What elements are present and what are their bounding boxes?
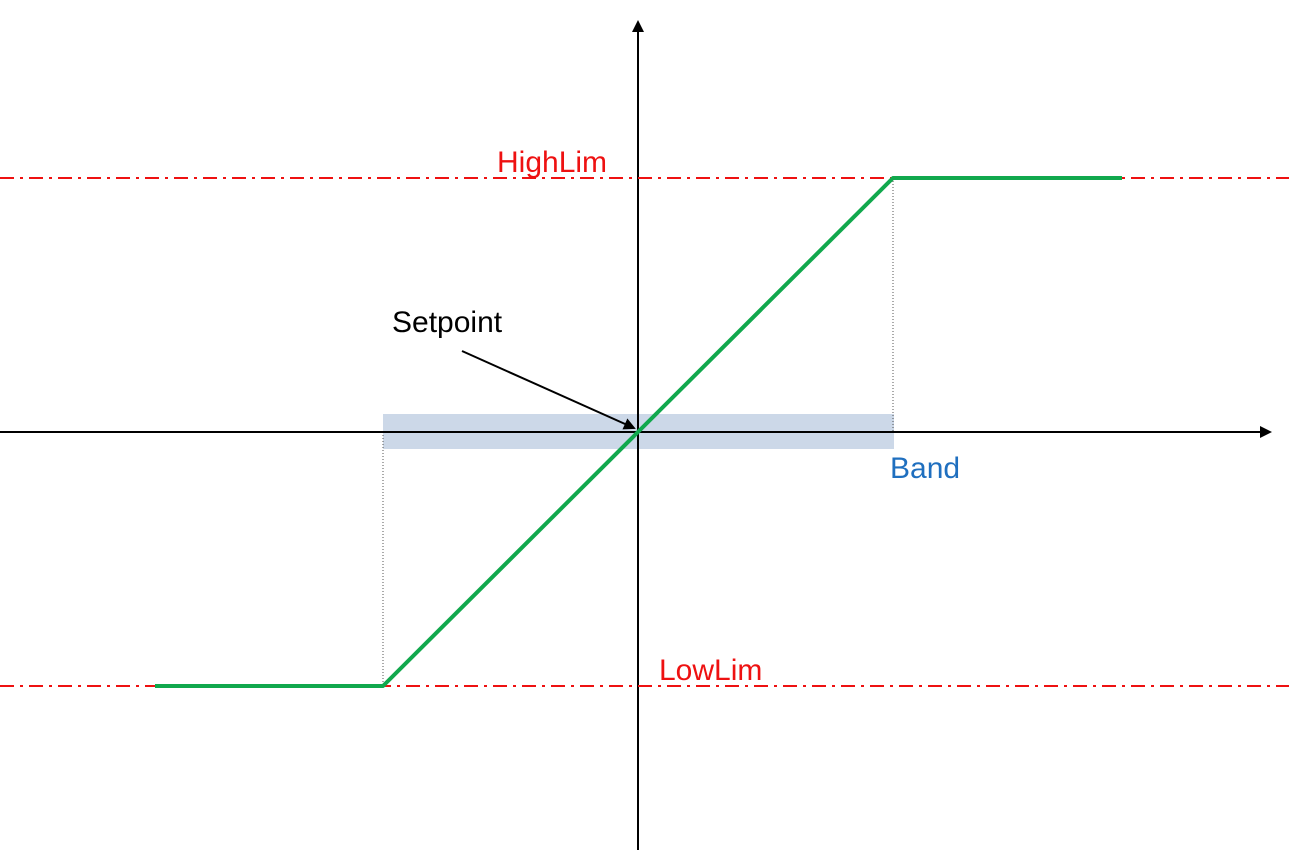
low-limit-label: LowLim (659, 654, 762, 687)
setpoint-pointer (461, 350, 636, 430)
band-label: Band (890, 452, 960, 485)
setpoint-label: Setpoint (392, 306, 503, 339)
high-limit-label: HighLim (497, 146, 607, 179)
response-curve (155, 176, 1122, 688)
